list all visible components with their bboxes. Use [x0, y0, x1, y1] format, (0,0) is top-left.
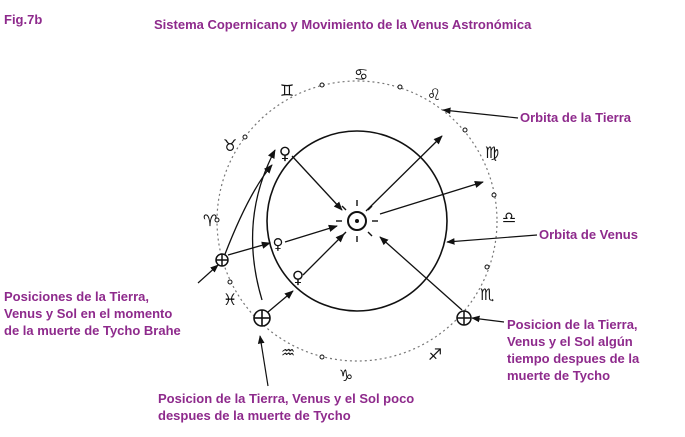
- earth-orbit-circle: [216, 80, 498, 362]
- capricorn-icon: ♑: [339, 366, 353, 385]
- leo-icon: ♌: [427, 85, 441, 104]
- label-earth-orbit: Orbita de la Tierra: [520, 110, 632, 125]
- pointer-venus-orbit: [446, 234, 538, 245]
- scorpio-icon: ♏: [480, 285, 494, 304]
- arrow-venus-upper-to-sun: [291, 155, 343, 211]
- arrow-earth-left-to-venus: [227, 241, 271, 256]
- sun-radiating-arrows: [221, 135, 484, 313]
- arrow-venus-mid-to-sun: [284, 224, 338, 243]
- libra-icon: ♎: [502, 208, 516, 227]
- diagram-title: Sistema Copernicano y Movimiento de la V…: [154, 17, 532, 32]
- cancer-icon: ♋: [354, 65, 368, 84]
- figure-label: Fig.7b: [4, 12, 43, 27]
- arc-earth-to-venus-top: [251, 149, 276, 301]
- virgo-icon: ♍: [485, 143, 499, 162]
- sagittarius-icon: ♐: [428, 345, 442, 364]
- label-tycho-death-positions: Posiciones de la Tierra, Venus y Sol en …: [4, 289, 181, 338]
- label-pointer-arrows: [197, 107, 538, 387]
- label-positions-some-time-after: Posicion de la Tierra, Venus y el Sol al…: [507, 317, 640, 383]
- aquarius-icon: ♒: [281, 343, 295, 362]
- taurus-icon: ♉: [223, 136, 237, 155]
- pisces-icon: ♓: [223, 290, 237, 309]
- arrow-sun-to-right: [379, 180, 484, 215]
- earth-icon: [215, 253, 229, 267]
- venus-icon: ♀: [292, 268, 304, 288]
- earth-icon: [456, 310, 472, 326]
- pointer-tycho-death: [197, 264, 219, 284]
- sun-icon: [336, 200, 378, 242]
- venus-icon: ♀: [273, 235, 284, 253]
- zodiac-ring: ♋ ♌ ♍ ♎ ♏ ♐ ♑ ♒ ♓ ♈ ♉ ♊: [203, 65, 516, 385]
- pointer-earth-orbit: [442, 107, 519, 119]
- pointer-after-some-time: [471, 315, 505, 323]
- arrow-sun-to-upper-right: [365, 135, 443, 212]
- label-positions-shortly-after: Posicion de la Tierra, Venus y el Sol po…: [158, 391, 415, 423]
- venus-icon: ♀: [279, 144, 291, 164]
- pointer-after-short-time: [257, 335, 269, 387]
- label-venus-orbit: Orbita de Venus: [539, 227, 638, 242]
- orbit-tick-marks: [214, 82, 497, 360]
- arrow-earth-lower-right-to-sun: [379, 236, 463, 311]
- earth-icon: [253, 309, 271, 327]
- aries-icon: ♈: [203, 211, 217, 230]
- arrow-venus-lower-to-sun: [302, 233, 345, 276]
- arc-earth-to-venus-mid: [221, 164, 273, 263]
- gemini-icon: ♊: [280, 81, 294, 100]
- venus-orbit-circle: [266, 130, 448, 312]
- arrow-earth-bottom-to-venus: [267, 290, 294, 313]
